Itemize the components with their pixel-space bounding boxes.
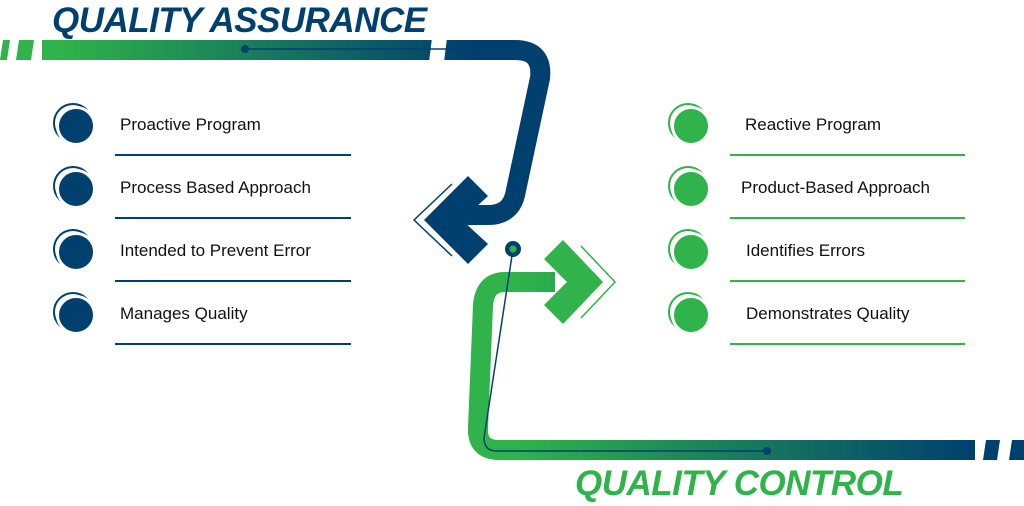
list-item-label: Process Based Approach	[120, 178, 311, 197]
divider	[115, 343, 351, 345]
stripe	[16, 40, 34, 60]
left-arrow-outline-icon	[412, 183, 453, 257]
divider	[730, 217, 965, 219]
divider	[730, 280, 965, 282]
stripe	[1009, 440, 1024, 460]
left-arrow-icon	[424, 176, 488, 264]
divider	[115, 280, 351, 282]
bullet-icon	[56, 106, 96, 146]
divider	[115, 154, 351, 156]
connector-dot	[763, 447, 771, 455]
right-arrow-icon	[544, 240, 603, 324]
bullet-icon	[671, 106, 711, 146]
list-item-label: Reactive Program	[745, 115, 882, 134]
list-item-label: Product-Based Approach	[741, 178, 931, 197]
right-arrow-outline-icon	[580, 245, 617, 319]
bullet-icon	[671, 169, 711, 209]
bullet-icon	[671, 295, 711, 335]
list-item-label: Identifies Errors	[746, 241, 866, 260]
connector-dot	[241, 45, 249, 53]
qc-path	[468, 272, 975, 460]
divider	[730, 154, 965, 156]
gap	[429, 38, 447, 62]
stripe	[0, 40, 10, 60]
divider	[115, 217, 351, 219]
bullet-icon	[671, 232, 711, 272]
bullet-icon	[56, 295, 96, 335]
quality-control-title: QUALITY CONTROL	[575, 464, 904, 503]
center-node-core	[509, 245, 517, 253]
connector-line	[483, 248, 767, 452]
list-item-label: Proactive Program	[120, 115, 261, 134]
stripe	[983, 440, 1000, 460]
list-item-label: Manages Quality	[120, 304, 248, 323]
bullet-icon	[56, 169, 96, 209]
list-item-label: Intended to Prevent Error	[120, 241, 311, 260]
qa-path	[42, 40, 551, 225]
quality-assurance-title: QUALITY ASSURANCE	[52, 1, 427, 40]
bullet-icon	[56, 232, 96, 272]
divider	[730, 343, 965, 345]
list-item-label: Demonstrates Quality	[746, 304, 910, 323]
